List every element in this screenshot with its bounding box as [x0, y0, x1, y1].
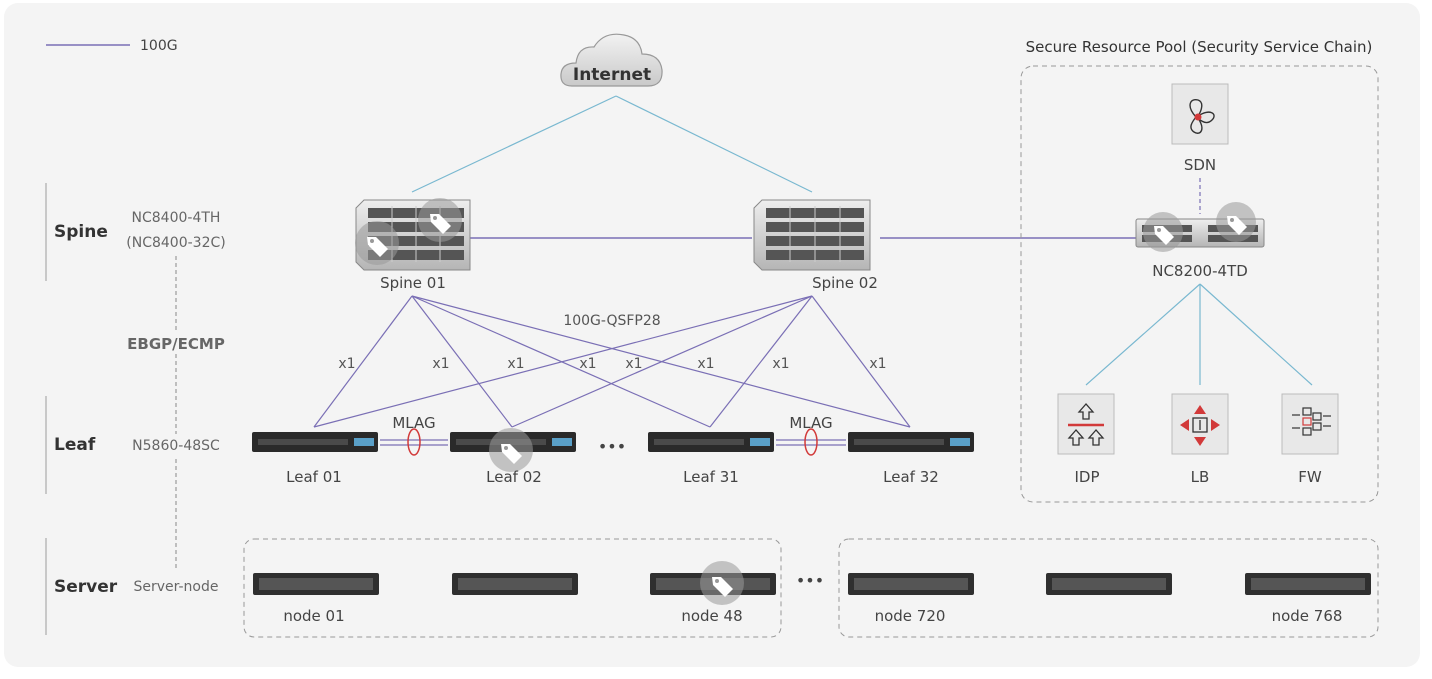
server-group-2 [838, 538, 1379, 638]
fabric-links [313, 295, 911, 428]
fw-appliance[interactable] [1281, 393, 1339, 455]
tag-icon [355, 221, 399, 265]
nc8200-switch[interactable] [1135, 202, 1265, 252]
node-48-label: node 48 [681, 607, 742, 625]
pool-title: Secure Resource Pool (Security Service C… [1026, 38, 1373, 56]
protocol-label: EBGP/ECMP [127, 335, 225, 353]
server-node-01[interactable] [253, 573, 379, 595]
link-x1-label: x1 [507, 356, 524, 372]
uplink-spine01-internet [411, 95, 617, 193]
leaf-layer-title: Leaf [54, 435, 96, 455]
lb-icon [1180, 405, 1220, 446]
link-x1-label: x1 [432, 356, 449, 372]
link-x1-label: x1 [772, 356, 789, 372]
server-ellipsis: ••• [796, 571, 824, 590]
diagram-background [4, 3, 1420, 667]
sdn-controller[interactable] [1171, 83, 1229, 145]
leaf-switch-31[interactable] [648, 432, 774, 452]
mlag-link-2 [776, 428, 846, 456]
spine-model-alt: (NC8400-32C) [126, 235, 225, 251]
node-720-label: node 720 [875, 607, 946, 625]
server-node-720[interactable] [848, 573, 974, 595]
leaf-switch-01[interactable] [252, 432, 378, 452]
link-x1-label: x1 [625, 356, 642, 372]
server-node-48[interactable] [650, 561, 776, 605]
server-node[interactable] [1046, 573, 1172, 595]
server-model: Server-node [133, 579, 218, 595]
security-pool-box [1020, 65, 1379, 503]
leaf-02-label: Leaf 02 [486, 468, 542, 486]
mlag-link-1 [380, 428, 448, 456]
idp-appliance[interactable] [1057, 393, 1115, 455]
sdn-label: SDN [1184, 156, 1216, 174]
tag-icon [1216, 202, 1256, 242]
spine-model: NC8400-4TH [132, 210, 221, 226]
server-group-1 [243, 538, 782, 638]
mlag-label-2: MLAG [789, 414, 832, 432]
leaf-model-bg [122, 434, 232, 456]
uplink-spine02-internet [615, 95, 813, 193]
protocol-label-bg [118, 332, 234, 354]
spine-switch-02[interactable] [753, 199, 871, 271]
link-x1-label: x1 [338, 356, 355, 372]
idp-icon [1067, 403, 1105, 446]
link-x1-label: x1 [869, 356, 886, 372]
legend-label: 100G [140, 38, 178, 54]
server-model-bg [124, 575, 226, 597]
link-x1-label: x1 [697, 356, 714, 372]
tag-icon [489, 428, 533, 472]
leaf-32-label: Leaf 32 [883, 468, 939, 486]
tag-icon [700, 561, 744, 605]
idp-label: IDP [1074, 468, 1099, 486]
leaf-switch-32[interactable] [848, 432, 974, 452]
spine-02-label: Spine 02 [812, 274, 878, 292]
leaf-ellipsis: ••• [598, 437, 626, 456]
leaf-switch-02[interactable] [450, 428, 576, 472]
leaf-model: N5860-48SC [132, 438, 220, 454]
nc8200-label: NC8200-4TD [1152, 262, 1248, 280]
node-768-label: node 768 [1272, 607, 1343, 625]
server-node-768[interactable] [1245, 573, 1371, 595]
service-chain-links [1085, 283, 1313, 386]
leaf-31-label: Leaf 31 [683, 468, 739, 486]
spine-layer-title: Spine [54, 222, 108, 242]
internet-label: Internet [573, 65, 651, 85]
node-01-label: node 01 [283, 607, 344, 625]
lb-appliance[interactable] [1171, 393, 1229, 455]
server-node[interactable] [452, 573, 578, 595]
lb-label: LB [1191, 468, 1210, 486]
internet-cloud: Internet [560, 33, 663, 87]
server-layer-title: Server [54, 577, 118, 597]
mlag-label-1: MLAG [392, 414, 435, 432]
link-x1-label: x1 [579, 356, 596, 372]
sdn-icon [1189, 99, 1215, 134]
spine-switch-01[interactable] [355, 198, 471, 271]
fw-label: FW [1298, 468, 1322, 486]
tag-icon [1143, 212, 1183, 252]
spine-01-label: Spine 01 [380, 274, 446, 292]
tag-icon [418, 198, 462, 242]
leaf-01-label: Leaf 01 [286, 468, 342, 486]
link-type-label: 100G-QSFP28 [563, 313, 660, 329]
fw-icon [1292, 407, 1331, 436]
